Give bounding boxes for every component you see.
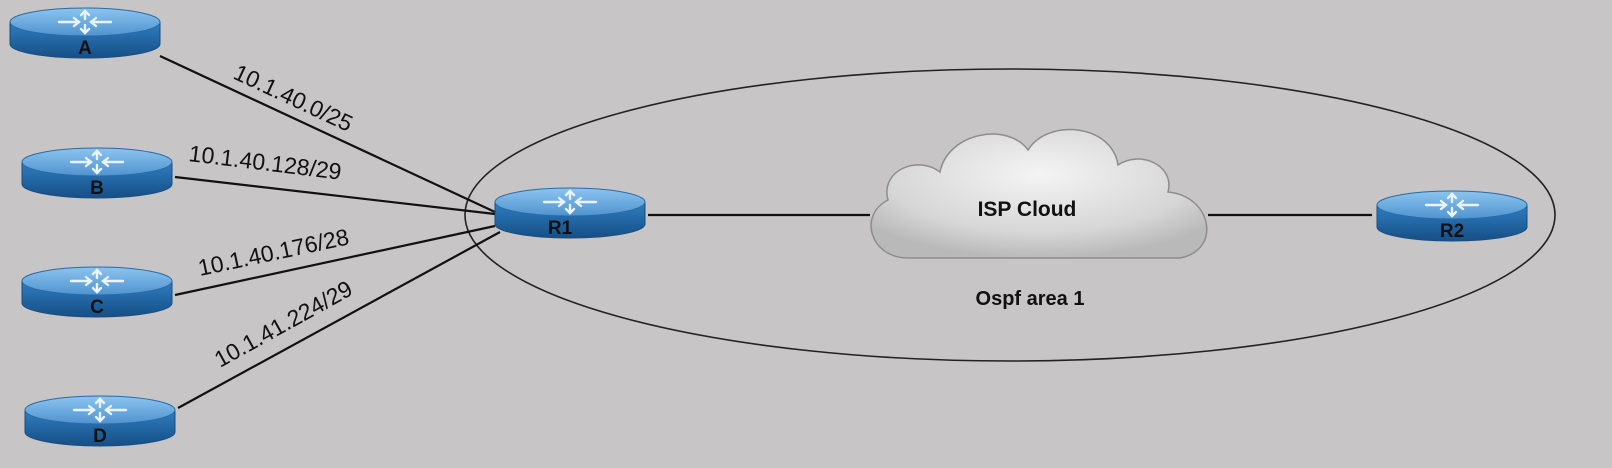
area-label: Ospf area 1 [976, 288, 1085, 310]
ospf-area-boundary [464, 68, 1556, 362]
router-label-a: A [78, 38, 92, 59]
link-d-r1 [177, 231, 501, 409]
link-a-r1 [159, 55, 496, 213]
router-r2[interactable]: R2 [1375, 189, 1529, 243]
link-c-r1 [174, 224, 496, 297]
router-label-r2: R2 [1440, 221, 1464, 242]
router-d[interactable]: D [23, 394, 177, 448]
router-label-c: C [90, 297, 104, 318]
router-b[interactable]: B [20, 146, 174, 200]
link-label-d-r1: 10.1.41.224/29 [210, 275, 357, 372]
router-label-d: D [93, 426, 107, 447]
cloud-icon [870, 128, 1208, 259]
cloud-label: ISP Cloud [978, 198, 1077, 221]
router-c[interactable]: C [20, 265, 174, 319]
link-label-b-r1: 10.1.40.128/29 [187, 140, 343, 185]
router-r1[interactable]: R1 [493, 186, 647, 240]
link-label-c-r1: 10.1.40.176/28 [196, 224, 352, 281]
router-a[interactable]: A [8, 6, 162, 60]
router-label-b: B [90, 178, 104, 199]
router-label-r1: R1 [548, 218, 573, 239]
link-b-r1 [174, 175, 496, 216]
links [159, 55, 1372, 409]
